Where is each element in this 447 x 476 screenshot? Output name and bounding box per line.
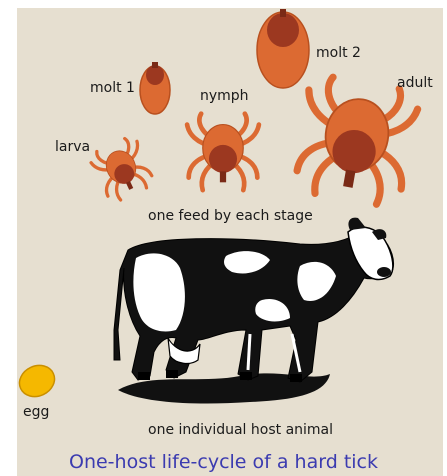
label-host-note: one individual host animal xyxy=(148,422,333,438)
larva-tick-icon xyxy=(88,134,157,204)
label-feed-note: one feed by each stage xyxy=(148,208,313,224)
molt-1-icon xyxy=(140,62,170,114)
egg-icon xyxy=(14,360,59,402)
adult-tick-icon xyxy=(291,73,420,208)
label-nymph: nymph xyxy=(200,88,249,104)
label-molt-1: molt 1 xyxy=(90,80,135,96)
label-egg: egg xyxy=(23,404,49,420)
nymph-tick-icon xyxy=(187,114,259,190)
molt-2-icon xyxy=(257,9,309,88)
diagram-caption: One-host life-cycle of a hard tick xyxy=(0,451,447,473)
cow-illustration xyxy=(114,218,394,382)
label-larva: larva xyxy=(55,139,90,155)
label-adult: adult xyxy=(397,75,433,91)
label-molt-2: molt 2 xyxy=(316,45,361,61)
